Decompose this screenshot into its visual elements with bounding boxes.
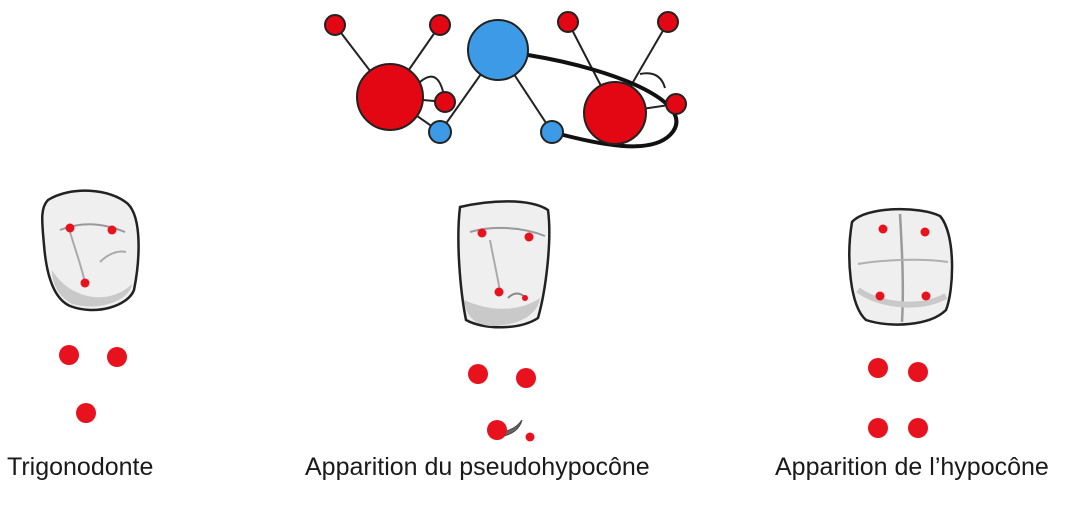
red-node [583, 81, 647, 145]
caption-trigonodonte: Trigonodonte [7, 453, 154, 481]
cusp [920, 227, 930, 237]
cusp-pattern-hypocone [868, 358, 928, 438]
cusp [875, 291, 885, 301]
cusp [477, 228, 487, 238]
tooth-pseudohypocone [457, 200, 551, 329]
red-node [665, 93, 687, 115]
caption-pseudohypocone: Apparition du pseudohypocône [305, 453, 650, 481]
cusp [921, 291, 931, 301]
cusp [494, 287, 504, 297]
network-schematic [324, 11, 687, 149]
caption-hypocone: Apparition de l’hypocône [775, 453, 1049, 481]
blue-node [428, 120, 452, 144]
red-node [356, 63, 424, 131]
red-node [429, 14, 451, 36]
red-node [657, 11, 679, 33]
red-node [324, 14, 346, 36]
tooth-hypocone [848, 207, 954, 326]
cusp [80, 278, 90, 288]
cusp [878, 224, 888, 234]
cusp [522, 295, 528, 301]
red-node [557, 11, 579, 33]
cusp-pattern-trigonodonte [59, 345, 127, 423]
tooth-trigonodonte [41, 189, 140, 312]
red-node [434, 91, 456, 113]
cusp-pattern-pseudohypocone [468, 364, 536, 442]
cusp [107, 225, 117, 235]
blue-node [540, 120, 564, 144]
cusp [65, 223, 75, 233]
blue-node [467, 19, 529, 81]
cusp [524, 232, 534, 242]
